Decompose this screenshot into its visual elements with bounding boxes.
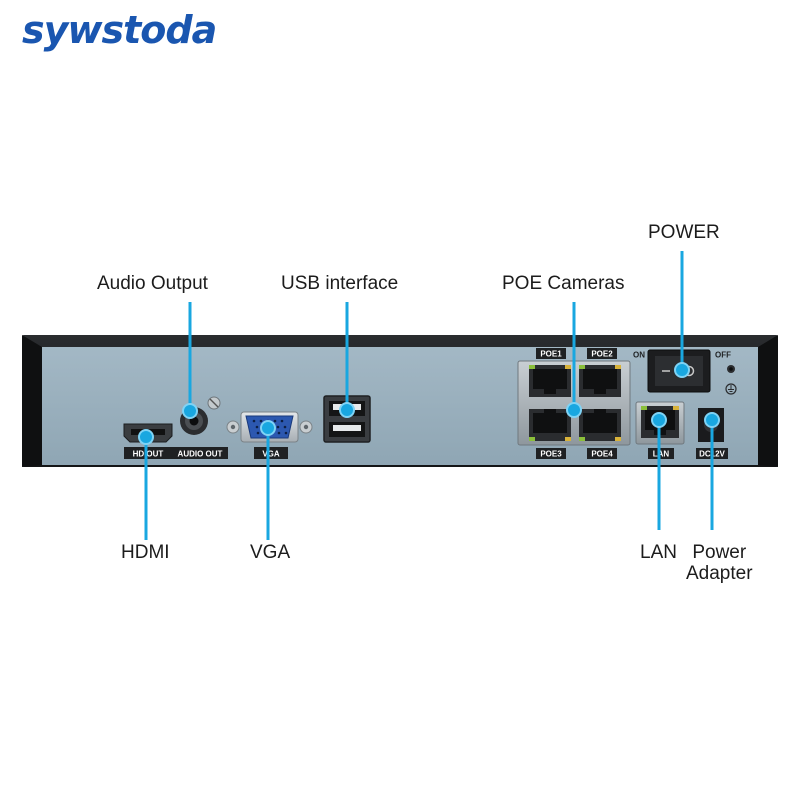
poe2-label: POE2 (591, 350, 613, 359)
poe4-port (579, 409, 621, 441)
on-label: ON (633, 351, 645, 360)
callout-poe-cameras: POE Cameras (502, 273, 625, 294)
callout-dot-usb (339, 402, 355, 418)
hd-out-label: HD OUT (133, 450, 164, 459)
poe3-port (529, 409, 571, 441)
indicator-led (727, 365, 735, 373)
screw-icon (207, 396, 221, 410)
callout-dot-hdmi (138, 429, 154, 445)
callout-dot-audio (182, 403, 198, 419)
callout-power-adapter-line1: Power (692, 542, 747, 563)
ground-icon (725, 383, 737, 395)
callout-lan: LAN (640, 542, 677, 563)
vga-port: VGA (226, 411, 313, 459)
callout-power-adapter: Power Adapter (686, 542, 753, 584)
vga-label: VGA (262, 450, 280, 459)
callout-hdmi: HDMI (121, 542, 170, 563)
poe4-label: POE4 (591, 450, 613, 459)
callout-power: POWER (648, 222, 720, 243)
brand-logo: sywstoda (22, 8, 217, 52)
lan-label: LAN (653, 450, 670, 459)
poe2-port (579, 365, 621, 397)
callout-dot-power (674, 362, 690, 378)
callout-vga: VGA (250, 542, 291, 563)
callout-audio-output: Audio Output (97, 273, 208, 294)
audio-out-label: AUDIO OUT (178, 450, 223, 459)
callout-dot-poe (566, 402, 582, 418)
callout-dots (138, 362, 720, 445)
callout-dot-lan (651, 412, 667, 428)
poe3-label: POE3 (540, 450, 562, 459)
off-label: OFF (715, 351, 731, 360)
callout-lines (144, 251, 714, 540)
audio-out-jack: AUDIO OUT (172, 407, 228, 459)
poe1-port (529, 365, 571, 397)
callout-usb-interface: USB interface (281, 273, 399, 294)
callout-dot-vga (260, 420, 276, 436)
poe1-label: POE1 (540, 350, 562, 359)
callout-power-adapter-line2: Adapter (686, 563, 753, 584)
callout-dot-power-adapter (704, 412, 720, 428)
